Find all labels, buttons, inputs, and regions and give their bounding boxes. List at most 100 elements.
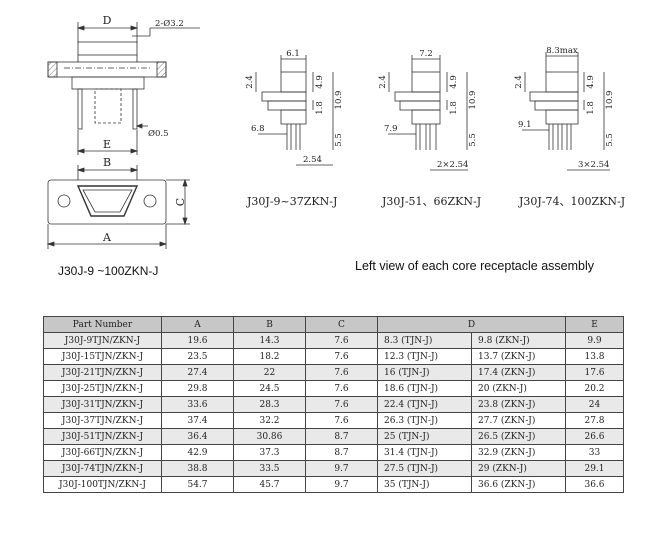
cell-e: 20.2: [565, 380, 624, 397]
side-view-2: 7.2 2.4 4.9 1.8 10.9 7.9 5.5 2×2.54 J30J…: [378, 49, 481, 208]
cell-e: 26.6: [565, 428, 624, 445]
cell-b: 18.2: [233, 348, 306, 365]
cell-e: 13.8: [565, 348, 624, 365]
table-header-row: Part Number A B C D E: [43, 316, 624, 333]
side2-pitch: 2×2.54: [437, 160, 468, 170]
table-row: J30J-31TJN/ZKN-J 33.6 28.3 7.6 22.4 (TJN…: [43, 396, 624, 413]
side2-caption: J30J-51、66ZKN-J: [381, 195, 481, 208]
side1-pitch: 2.54: [303, 155, 322, 165]
technical-drawings: D 2-Ø3.2 Ø0.5 E: [46, 14, 625, 249]
bottom-view-drawing: B C A: [46, 156, 190, 249]
side1-upper-height: 4.9: [315, 75, 325, 89]
cell-a: 33.6: [161, 396, 234, 413]
side3-pin-length: 5.5: [605, 133, 615, 147]
cell-c: 7.6: [305, 348, 378, 365]
cell-a: 42.9: [161, 444, 234, 461]
cell-c: 7.6: [305, 364, 378, 381]
cell-a: 37.4: [161, 412, 234, 429]
cell-e: 17.6: [565, 364, 624, 381]
cell-d-zkn: 36.6 (ZKN-J): [471, 476, 566, 493]
cell-c: 8.7: [305, 428, 378, 445]
side1-mid-height: 1.8: [315, 101, 325, 115]
cell-e: 33: [565, 444, 624, 461]
cell-a: 19.6: [161, 332, 234, 349]
cell-d-tjn: 12.3 (TJN-J): [377, 348, 472, 365]
table-row: J30J-15TJN/ZKN-J 23.5 18.2 7.6 12.3 (TJN…: [43, 348, 624, 365]
side3-pitch: 3×2.54: [578, 160, 609, 170]
dim-pin-label: Ø0.5: [148, 128, 169, 139]
cell-d-tjn: 22.4 (TJN-J): [377, 396, 472, 413]
main-caption: J30J-9 ~100ZKN-J: [58, 264, 159, 278]
cell-b: 30.86: [233, 428, 306, 445]
cell-d-zkn: 32.9 (ZKN-J): [471, 444, 566, 461]
cell-c: 8.7: [305, 444, 378, 461]
cell-part: J30J-15TJN/ZKN-J: [43, 348, 162, 365]
side3-mid-height: 1.8: [586, 101, 596, 115]
side2-upper-height: 4.9: [449, 75, 459, 89]
table-row: J30J-66TJN/ZKN-J 42.9 37.3 8.7 31.4 (TJN…: [43, 444, 624, 461]
side2-total-height: 10.9: [468, 91, 478, 110]
cell-part: J30J-31TJN/ZKN-J: [43, 396, 162, 413]
side-view-1: 6.1 2.4 4.9 1.8 10.9 6.8 5.5 2.54 J30J-9…: [245, 49, 344, 208]
cell-b: 32.2: [233, 412, 306, 429]
table-row: J30J-74TJN/ZKN-J 38.8 33.5 9.7 27.5 (TJN…: [43, 460, 624, 477]
side2-top-width: 7.2: [419, 49, 433, 59]
side1-top-width: 6.1: [286, 49, 300, 59]
dim-holes-label: 2-Ø3.2: [155, 18, 184, 29]
table-row: J30J-51TJN/ZKN-J 36.4 30.86 8.7 25 (TJN-…: [43, 428, 624, 445]
table-row: J30J-9TJN/ZKN-J 19.6 14.3 7.6 8.3 (TJN-J…: [43, 332, 624, 349]
table-row: J30J-100TJN/ZKN-J 54.7 45.7 9.7 35 (TJN-…: [43, 476, 624, 493]
cell-part: J30J-9TJN/ZKN-J: [43, 332, 162, 349]
cell-part: J30J-74TJN/ZKN-J: [43, 460, 162, 477]
cell-c: 9.7: [305, 476, 378, 493]
cell-d-tjn: 25 (TJN-J): [377, 428, 472, 445]
cell-e: 36.6: [565, 476, 624, 493]
cell-b: 33.5: [233, 460, 306, 477]
side2-bottom-width: 7.9: [384, 124, 398, 134]
cell-e: 9.9: [565, 332, 624, 349]
cell-d-zkn: 13.7 (ZKN-J): [471, 348, 566, 365]
cell-c: 7.6: [305, 380, 378, 397]
cell-a: 29.8: [161, 380, 234, 397]
side1-flange-height: 2.4: [245, 75, 255, 89]
dim-a-label: A: [102, 231, 112, 244]
cell-d-tjn: 16 (TJN-J): [377, 364, 472, 381]
left-view-caption: Left view of each core receptacle assemb…: [355, 259, 595, 273]
cell-part: J30J-21TJN/ZKN-J: [43, 364, 162, 381]
table-row: J30J-37TJN/ZKN-J 37.4 32.2 7.6 26.3 (TJN…: [43, 412, 624, 429]
cell-d-zkn: 20 (ZKN-J): [471, 380, 566, 397]
side1-pin-length: 5.5: [334, 133, 344, 147]
cell-a: 23.5: [161, 348, 234, 365]
header-c: C: [305, 316, 378, 333]
cell-d-tjn: 18.6 (TJN-J): [377, 380, 472, 397]
cell-c: 9.7: [305, 460, 378, 477]
cell-c: 7.6: [305, 396, 378, 413]
cell-e: 24: [565, 396, 624, 413]
cell-part: J30J-25TJN/ZKN-J: [43, 380, 162, 397]
header-d: D: [377, 316, 566, 333]
side3-flange-height: 2.4: [514, 75, 524, 89]
dim-d-label: D: [103, 14, 112, 27]
cell-b: 28.3: [233, 396, 306, 413]
side3-top-width: 8.3max: [546, 46, 578, 56]
cell-part: J30J-51TJN/ZKN-J: [43, 428, 162, 445]
cell-d-zkn: 9.8 (ZKN-J): [471, 332, 566, 349]
cell-a: 36.4: [161, 428, 234, 445]
table-row: J30J-21TJN/ZKN-J 27.4 22 7.6 16 (TJN-J) …: [43, 364, 624, 381]
side3-caption: J30J-74、100ZKN-J: [518, 195, 625, 208]
dim-c-label: C: [174, 198, 187, 206]
cell-d-tjn: 27.5 (TJN-J): [377, 460, 472, 477]
cell-d-zkn: 23.8 (ZKN-J): [471, 396, 566, 413]
cell-d-tjn: 31.4 (TJN-J): [377, 444, 472, 461]
side-view-3: 8.3max 2.4 4.9 1.8 10.9 9.1 5.5 3×2.54 J…: [514, 46, 625, 208]
header-part-number: Part Number: [43, 316, 162, 333]
front-view-drawing: D 2-Ø3.2 Ø0.5 E: [47, 14, 200, 155]
header-b: B: [233, 316, 306, 333]
side3-total-height: 10.9: [605, 91, 615, 110]
side1-caption: J30J-9~37ZKN-J: [246, 195, 337, 208]
cell-b: 24.5: [233, 380, 306, 397]
cell-b: 37.3: [233, 444, 306, 461]
cell-b: 14.3: [233, 332, 306, 349]
dim-b-label: B: [103, 156, 111, 169]
cell-e: 29.1: [565, 460, 624, 477]
